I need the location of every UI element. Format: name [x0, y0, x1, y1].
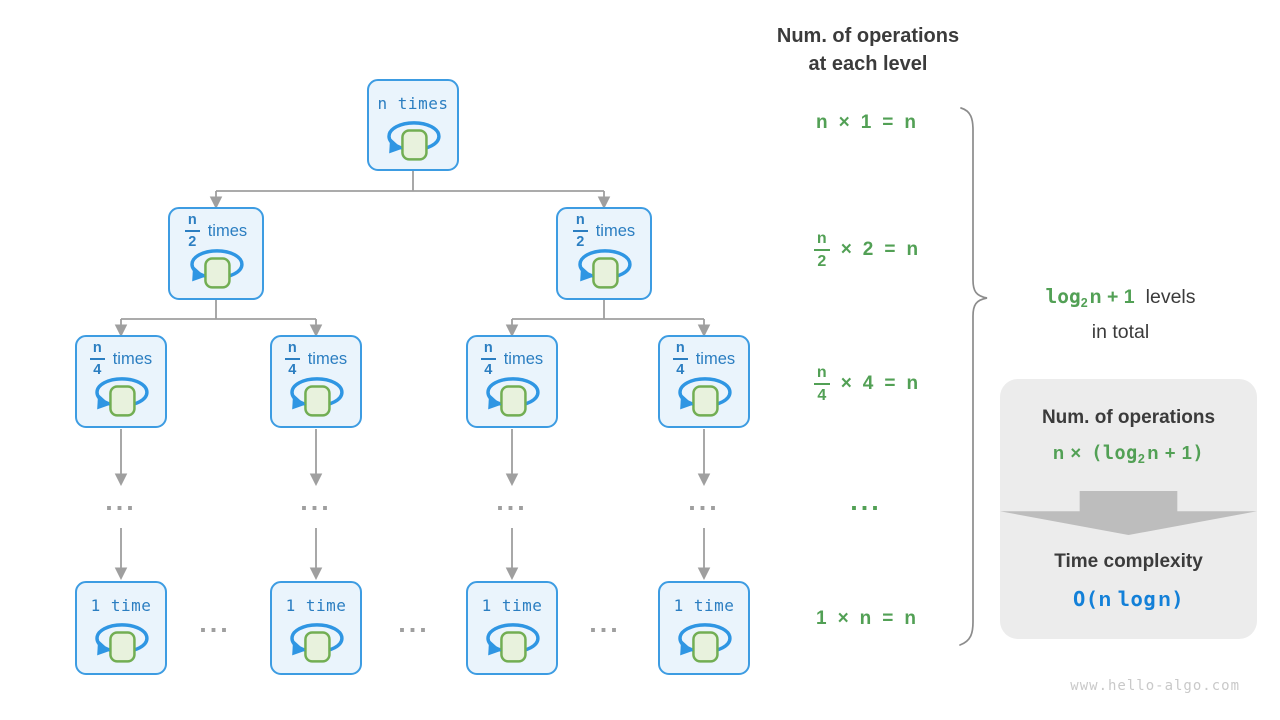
watermark: www.hello-algo.com: [1070, 678, 1240, 694]
ellipsis: ...: [589, 608, 621, 638]
column-header-line2: at each level: [808, 53, 928, 75]
loop-icon: [190, 249, 244, 289]
node-label: 1 time: [673, 595, 735, 615]
ops-formula-row-4: 1×n=n: [815, 608, 916, 629]
column-header: Num. of operations at each level: [742, 22, 994, 78]
ellipsis: ...: [199, 608, 231, 638]
ellipsis: ...: [850, 486, 882, 516]
ellipsis: ...: [105, 486, 137, 516]
node-label: 1 time: [90, 595, 152, 615]
node-label: 1 time: [481, 595, 543, 615]
loop-icon: [387, 121, 441, 161]
loop-icon: [95, 377, 149, 417]
node-label: n times: [377, 93, 449, 113]
tree-node-leaf-1: 1 time: [75, 581, 167, 675]
node-label: 1 time: [285, 595, 347, 615]
loop-icon: [486, 623, 540, 663]
loop-icon: [290, 623, 344, 663]
loop-icon: [578, 249, 632, 289]
tree-node-leaf-2: 1 time: [270, 581, 362, 675]
ellipsis: ...: [688, 486, 720, 516]
panel-time-title: Time complexity: [1054, 551, 1203, 572]
loop-icon: [290, 377, 344, 417]
loop-icon: [95, 623, 149, 663]
tree-node-leaf-3: 1 time: [466, 581, 558, 675]
loop-icon: [678, 623, 732, 663]
loop-icon: [678, 377, 732, 417]
column-header-line1: Num. of operations: [776, 25, 960, 47]
tree-node-root: n times: [367, 79, 459, 171]
levels-label-line2: in total: [1091, 321, 1150, 343]
tree-node-leaf-4: 1 time: [658, 581, 750, 675]
panel-title: Num. of operations: [1041, 407, 1216, 428]
ops-formula-row-1: n×1=n: [815, 112, 916, 133]
ellipsis: ...: [300, 486, 332, 516]
down-arrow-icon: [1000, 491, 1257, 535]
loop-icon: [486, 377, 540, 417]
ellipsis: ...: [398, 608, 430, 638]
ellipsis: ...: [496, 486, 528, 516]
